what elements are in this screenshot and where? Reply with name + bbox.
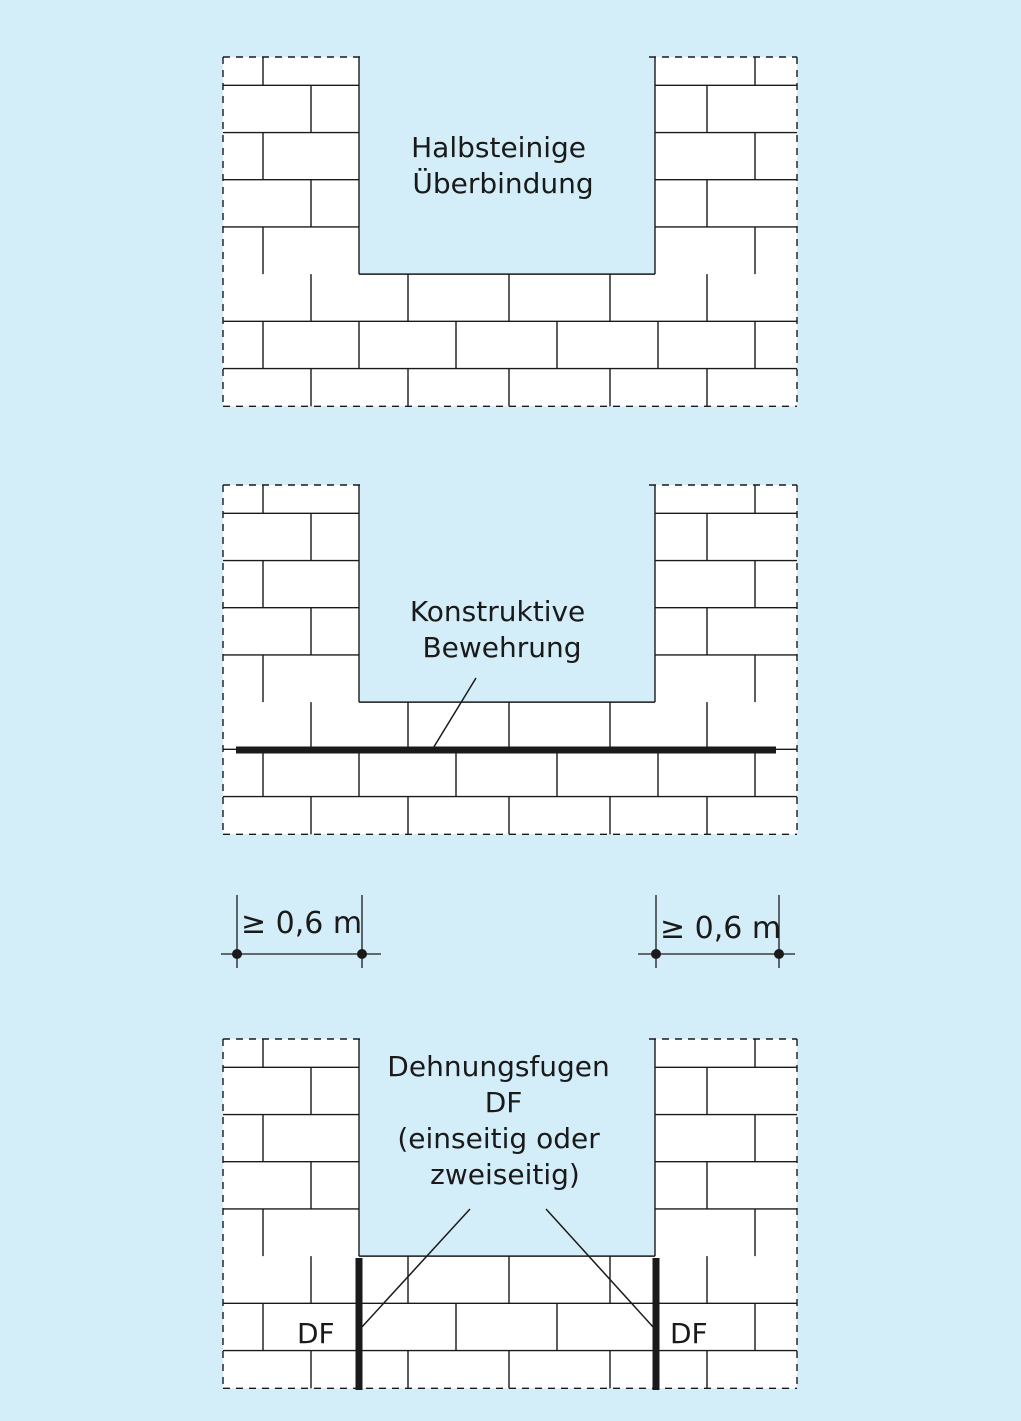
half-brick-bond-label-line-2: Überbindung: [412, 166, 593, 200]
expansion-joint-label-line-2: DF: [485, 1086, 523, 1119]
half-brick-bond-label-line-1: Halbsteinige: [411, 131, 586, 164]
expansion-joint-leader-left: [360, 1208, 471, 1329]
panel-structural-reinforcement: Konstruktive Bewehrung: [222, 484, 798, 835]
reinforcement-leader-line: [431, 677, 477, 751]
dimension-left-label: ≥ 0,6 m: [241, 906, 362, 941]
dimension-right-end-dot: [774, 949, 784, 959]
joint-left-label: DF: [297, 1317, 335, 1350]
reinforcement-label: Konstruktive Bewehrung: [410, 595, 594, 664]
expansion-joint-label-line-4: zweiseitig): [430, 1158, 580, 1191]
reinforcement-label-line-2: Bewehrung: [422, 631, 581, 664]
wall-fill: [223, 57, 797, 407]
half-brick-bond-label: Halbsteinige Überbindung: [411, 131, 595, 200]
dimension-right: ≥ 0,6 m: [638, 895, 795, 968]
expansion-joint-label-line-3: (einseitig oder: [397, 1122, 600, 1155]
joint-right-label: DF: [670, 1317, 708, 1350]
panel-half-brick-bond: Halbsteinige Überbindung: [222, 56, 798, 407]
dimension-right-label: ≥ 0,6 m: [660, 911, 781, 946]
expansion-joint-leader-right: [545, 1208, 655, 1329]
dimension-left-end-dot: [357, 949, 367, 959]
brick-wall-top: [222, 56, 798, 407]
expansion-joint-label: Dehnungsfugen DF (einseitig oder zweisei…: [387, 1050, 618, 1191]
panel-expansion-joints: Dehnungsfugen DF (einseitig oder zweisei…: [222, 1038, 798, 1390]
expansion-joint-label-line-1: Dehnungsfugen: [387, 1050, 609, 1083]
dimension-left-start-dot: [232, 949, 242, 959]
dimension-left: ≥ 0,6 m: [221, 895, 381, 968]
dimension-right-start-dot: [651, 949, 661, 959]
reinforcement-label-line-1: Konstruktive: [410, 595, 585, 628]
